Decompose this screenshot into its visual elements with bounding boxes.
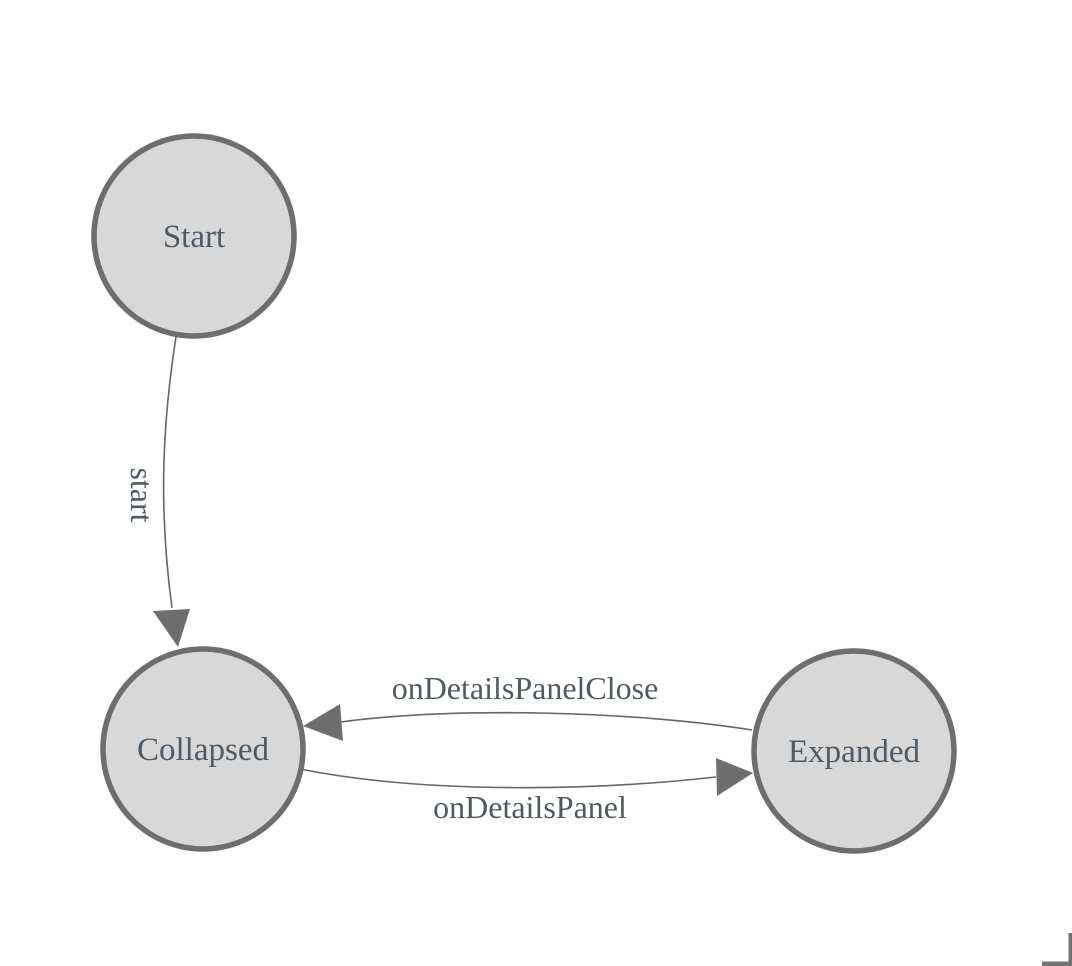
resize-corner-vertical-bar [1068,933,1072,963]
transition-on-details-panel-close-path [340,711,753,731]
transition-start-arrowhead [153,609,190,647]
transition-on-details-panel-close-arrowhead [303,704,343,741]
state-node-start-circle [91,133,297,339]
state-node-collapsed[interactable]: Collapsed [100,646,306,852]
transition-on-details-panel: onDetailsPanel [299,758,753,825]
transition-start: start [124,336,190,647]
state-node-collapsed-circle [100,646,306,852]
state-node-start[interactable]: Start [91,133,297,339]
state-node-expanded[interactable]: Expanded [751,648,957,854]
edges-layer: start onDetailsPanel onDetailsPanelClose [124,336,753,825]
state-node-start-label: Start [163,219,225,255]
state-node-expanded-label: Expanded [788,734,920,770]
transition-start-path [162,336,177,609]
transition-on-details-panel-arrowhead [716,758,753,796]
resize-corner-horizontal-bar [1042,961,1072,966]
transition-on-details-panel-label: onDetailsPanel [433,789,627,825]
transition-on-details-panel-close: onDetailsPanelClose [303,670,753,741]
resize-corner[interactable] [1042,933,1072,966]
state-node-collapsed-label: Collapsed [137,732,269,768]
transition-on-details-panel-close-label: onDetailsPanelClose [392,670,659,706]
state-node-expanded-circle [751,648,957,854]
transition-start-label: start [124,467,160,522]
transition-on-details-panel-path [299,768,717,789]
nodes-layer: Start Collapsed Expanded [91,133,957,854]
